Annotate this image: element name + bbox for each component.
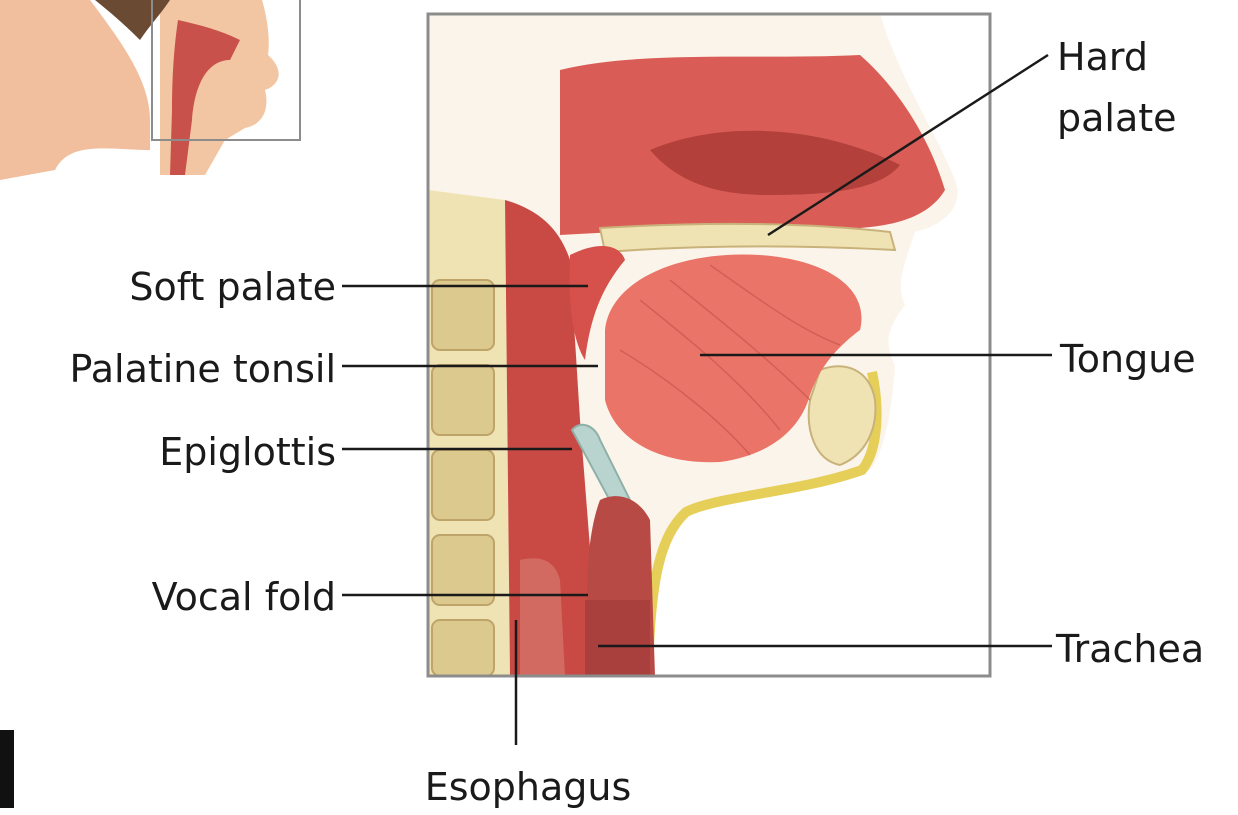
label-hard-palate-line2: palate (1057, 96, 1177, 140)
edge-mark (0, 730, 14, 808)
sagittal-section (428, 14, 990, 676)
label-tongue: Tongue (1059, 337, 1196, 381)
esophagus-tube (520, 558, 565, 676)
head-inset-illustration (0, 0, 300, 180)
label-trachea: Trachea (1055, 627, 1204, 671)
label-epiglottis: Epiglottis (159, 430, 336, 474)
trachea-tube (585, 600, 650, 676)
label-hard-palate-line1: Hard (1057, 35, 1148, 79)
label-soft-palate: Soft palate (129, 265, 336, 309)
label-palatine-tonsil: Palatine tonsil (70, 347, 336, 391)
label-vocal-fold: Vocal fold (152, 575, 336, 619)
label-esophagus: Esophagus (425, 765, 632, 809)
